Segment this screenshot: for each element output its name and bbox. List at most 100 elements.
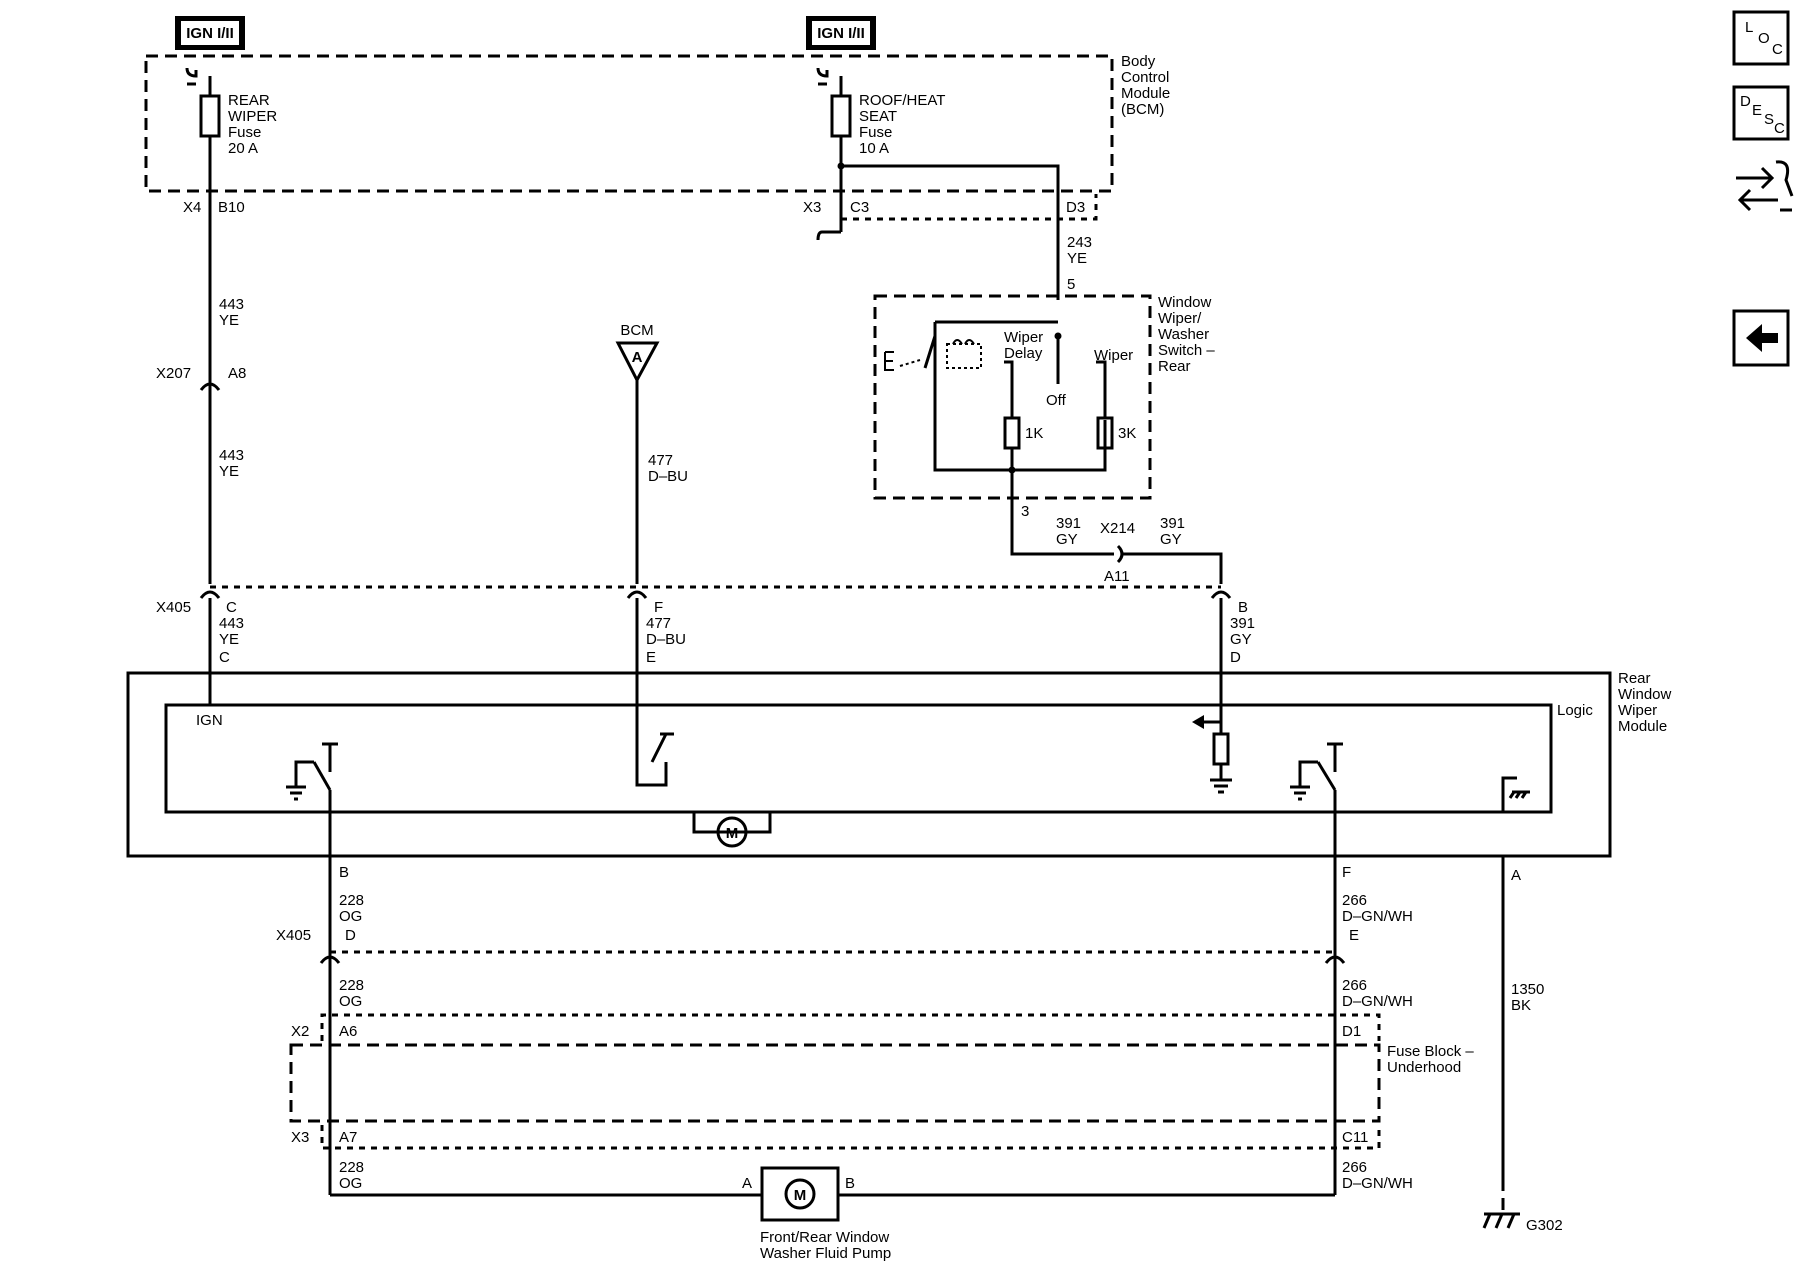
svg-text:D–BU: D–BU	[648, 468, 688, 485]
svg-text:Wiper: Wiper	[1618, 702, 1657, 719]
desc-icon: D	[1740, 93, 1751, 110]
svg-text:Module: Module	[1618, 718, 1667, 735]
ign-input-label: IGN	[196, 712, 223, 729]
svg-text:Wiper: Wiper	[1004, 329, 1043, 346]
svg-text:E: E	[1752, 102, 1762, 119]
svg-text:E: E	[646, 649, 656, 666]
svg-text:391: 391	[1056, 515, 1081, 532]
roof-heat-seat-fuse[interactable]	[816, 67, 1060, 300]
svg-text:F: F	[654, 599, 663, 616]
svg-text:ROOF/HEAT: ROOF/HEAT	[859, 92, 945, 109]
module-motor: M	[692, 812, 772, 848]
svg-text:3: 3	[1021, 503, 1029, 520]
svg-text:A: A	[742, 1175, 752, 1192]
fuse-block-labels: X2 A6 D1 Fuse Block – Underhood X3 A7 C1…	[291, 1023, 1474, 1192]
svg-text:266: 266	[1342, 1159, 1367, 1176]
back-button[interactable]	[1732, 309, 1790, 367]
relay-switch-b	[286, 742, 338, 1195]
module-output-pins: B F A 228 OG 266 D–GN/WH	[339, 864, 1521, 925]
svg-text:Delay: Delay	[1004, 345, 1043, 362]
svg-text:WIPER: WIPER	[228, 108, 277, 125]
wire-243-ye: 243 YE 5	[1067, 234, 1092, 293]
svg-text:C11: C11	[1342, 1129, 1368, 1146]
svg-text:266: 266	[1342, 977, 1367, 994]
svg-text:10 A: 10 A	[859, 140, 889, 157]
relay-switch-f	[1290, 742, 1343, 1195]
svg-text:Washer Fluid Pump: Washer Fluid Pump	[760, 1245, 891, 1262]
svg-text:D: D	[345, 927, 356, 944]
svg-text:S: S	[1764, 111, 1774, 128]
connector-x3: X3	[803, 199, 821, 216]
washer-fluid-pump[interactable]: M	[330, 1166, 1335, 1222]
bcm-title: Body Control Module (BCM)	[1121, 53, 1170, 118]
svg-text:Off: Off	[1046, 392, 1067, 409]
fuse-block-x2-connector	[320, 1013, 1381, 1041]
pin-c3: C3	[850, 199, 869, 216]
svg-text:391: 391	[1160, 515, 1185, 532]
svg-text:D: D	[1230, 649, 1241, 666]
svg-text:477: 477	[648, 452, 673, 469]
connector-x207: X207 A8	[156, 365, 246, 391]
repair-procedure-button[interactable]	[1736, 160, 1794, 212]
bcm-boundary	[144, 54, 1114, 193]
svg-text:X2: X2	[291, 1023, 309, 1040]
svg-text:D–GN/WH: D–GN/WH	[1342, 993, 1413, 1010]
wire-labels-x405-upper: 443 YE C 477 D–BU E 391 GY D	[219, 615, 1255, 666]
svg-text:YE: YE	[1067, 250, 1087, 267]
svg-text:X3: X3	[291, 1129, 309, 1146]
svg-text:O: O	[1758, 30, 1770, 47]
svg-text:Rear: Rear	[1158, 358, 1191, 375]
svg-text:228: 228	[339, 977, 364, 994]
rear-wiper-fuse[interactable]	[185, 67, 221, 584]
svg-text:Wiper/: Wiper/	[1158, 310, 1202, 327]
svg-text:YE: YE	[219, 463, 239, 480]
description-button[interactable]: D E S C	[1732, 85, 1790, 141]
svg-text:Body: Body	[1121, 53, 1156, 70]
wire-477-d-bu: 477 D–BU	[648, 452, 688, 485]
wire-1350-bk: 1350 BK	[1511, 981, 1544, 1014]
resistor-3k: 3K	[1096, 416, 1136, 470]
svg-text:3K: 3K	[1118, 425, 1136, 442]
svg-text:443: 443	[219, 296, 244, 313]
svg-text:GY: GY	[1160, 531, 1182, 548]
roof-heat-seat-fuse-label: ROOF/HEAT SEAT Fuse 10 A	[859, 92, 945, 157]
svg-text:A6: A6	[339, 1023, 357, 1040]
washer-pump-labels: A B Front/Rear Window Washer Fluid Pump	[742, 1175, 891, 1262]
arrow-left-icon	[1746, 324, 1778, 352]
svg-text:Window: Window	[1618, 686, 1672, 703]
wiper-switch-labels: Wiper Delay Wiper Off	[1004, 329, 1133, 409]
svg-text:C: C	[1774, 120, 1785, 137]
resistor-1k: 1K	[1003, 416, 1043, 470]
svg-text:443: 443	[219, 447, 244, 464]
svg-text:SEAT: SEAT	[859, 108, 897, 125]
wiper-module-title: Rear Window Wiper Module	[1618, 670, 1672, 735]
svg-text:Front/Rear Window: Front/Rear Window	[760, 1229, 889, 1246]
wiper-switch-contacts[interactable]	[884, 320, 1107, 472]
svg-text:243: 243	[1067, 234, 1092, 251]
svg-text:OG: OG	[339, 1175, 362, 1192]
wiper-switch-title: Window Wiper/ Washer Switch – Rear	[1158, 294, 1215, 375]
ign-source-rear-wiper: IGN I/II	[175, 16, 245, 50]
svg-text:REAR: REAR	[228, 92, 270, 109]
svg-text:B: B	[845, 1175, 855, 1192]
svg-text:A11: A11	[1104, 568, 1130, 585]
svg-text:BCM: BCM	[620, 322, 653, 339]
svg-text:X207: X207	[156, 365, 191, 382]
svg-text:A: A	[1511, 867, 1521, 884]
pin-d3: D3	[1066, 199, 1085, 216]
input-d-sense	[1192, 715, 1232, 794]
svg-text:Wiper: Wiper	[1094, 347, 1133, 364]
svg-text:C: C	[219, 649, 230, 666]
svg-text:1350: 1350	[1511, 981, 1544, 998]
svg-text:Control: Control	[1121, 69, 1169, 86]
svg-text:G302: G302	[1526, 1217, 1563, 1234]
x3-connector-outline	[841, 194, 1098, 221]
svg-text:Window: Window	[1158, 294, 1212, 311]
location-button[interactable]: L O C	[1732, 10, 1790, 66]
svg-text:228: 228	[339, 1159, 364, 1176]
svg-text:D–BU: D–BU	[646, 631, 686, 648]
pin-b10: B10	[218, 199, 245, 216]
svg-text:D1: D1	[1342, 1023, 1361, 1040]
svg-text:OG: OG	[339, 993, 362, 1010]
